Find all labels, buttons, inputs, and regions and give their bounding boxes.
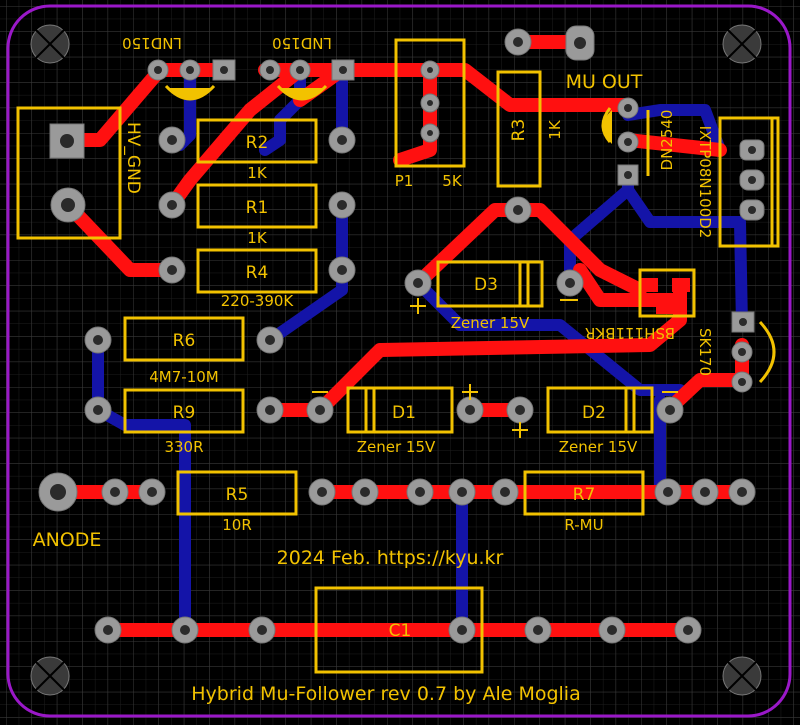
r5-value: 10R bbox=[222, 516, 252, 534]
r1-name: R1 bbox=[246, 198, 269, 218]
d3-value: Zener 15V bbox=[451, 314, 530, 332]
board-title: Hybrid Mu-Follower rev 0.7 by Ale Moglia bbox=[191, 683, 580, 705]
r9-value: 330R bbox=[164, 438, 203, 456]
r7-value: R-MU bbox=[564, 516, 603, 534]
r2-name: R2 bbox=[246, 133, 269, 153]
d1-value: Zener 15V bbox=[357, 438, 436, 456]
sk170-label: SK170 bbox=[696, 328, 714, 376]
hv-gnd-label: HV_GND bbox=[123, 122, 143, 194]
c1-name: C1 bbox=[389, 621, 412, 641]
p1-name: P1 bbox=[395, 172, 414, 190]
r9-name: R9 bbox=[173, 403, 196, 423]
p1-value: 5K bbox=[442, 172, 463, 190]
ldn150-right-label: LND150 bbox=[272, 34, 332, 52]
mounting-holes bbox=[30, 24, 762, 696]
top-copper-traces bbox=[51, 35, 749, 637]
r7-name: R7 bbox=[573, 485, 596, 505]
r5-name: R5 bbox=[226, 485, 249, 505]
r3-name: R3 bbox=[509, 119, 529, 142]
board-outline bbox=[6, 4, 792, 718]
r1-value: 1K bbox=[247, 229, 268, 247]
r6-value: 4M7-10M bbox=[149, 368, 218, 386]
r4-name: R4 bbox=[246, 263, 269, 283]
d2-value: Zener 15V bbox=[559, 438, 638, 456]
polarity-marks bbox=[312, 298, 678, 438]
ixtp-label: IXTP08N100D2 bbox=[696, 126, 714, 239]
date-url-label: 2024 Feb. https://kyu.kr bbox=[277, 547, 504, 569]
bsh-label: BSH111BKR bbox=[585, 324, 675, 342]
r6-name: R6 bbox=[173, 331, 196, 351]
bsh111-smd-pads bbox=[640, 278, 690, 314]
dn2540-body bbox=[603, 110, 612, 144]
pad-holes bbox=[50, 37, 756, 635]
r4-value: 220-390K bbox=[221, 292, 295, 310]
mu-out-label: MU OUT bbox=[566, 71, 643, 93]
d3-name: D3 bbox=[474, 275, 498, 295]
ldn150-left-label: LND150 bbox=[122, 34, 182, 52]
r2-value: 1K bbox=[247, 164, 268, 182]
dn2540-label: DN2540 bbox=[658, 110, 676, 171]
silkscreen-text: LND150 LND150 HV_GND R2 1K R1 1K R4 220-… bbox=[33, 34, 714, 705]
r3-value: 1K bbox=[546, 119, 564, 140]
silkscreen-outlines bbox=[16, 38, 780, 674]
d1-name: D1 bbox=[392, 403, 416, 423]
anode-label: ANODE bbox=[33, 529, 102, 551]
d2-name: D2 bbox=[582, 403, 606, 423]
